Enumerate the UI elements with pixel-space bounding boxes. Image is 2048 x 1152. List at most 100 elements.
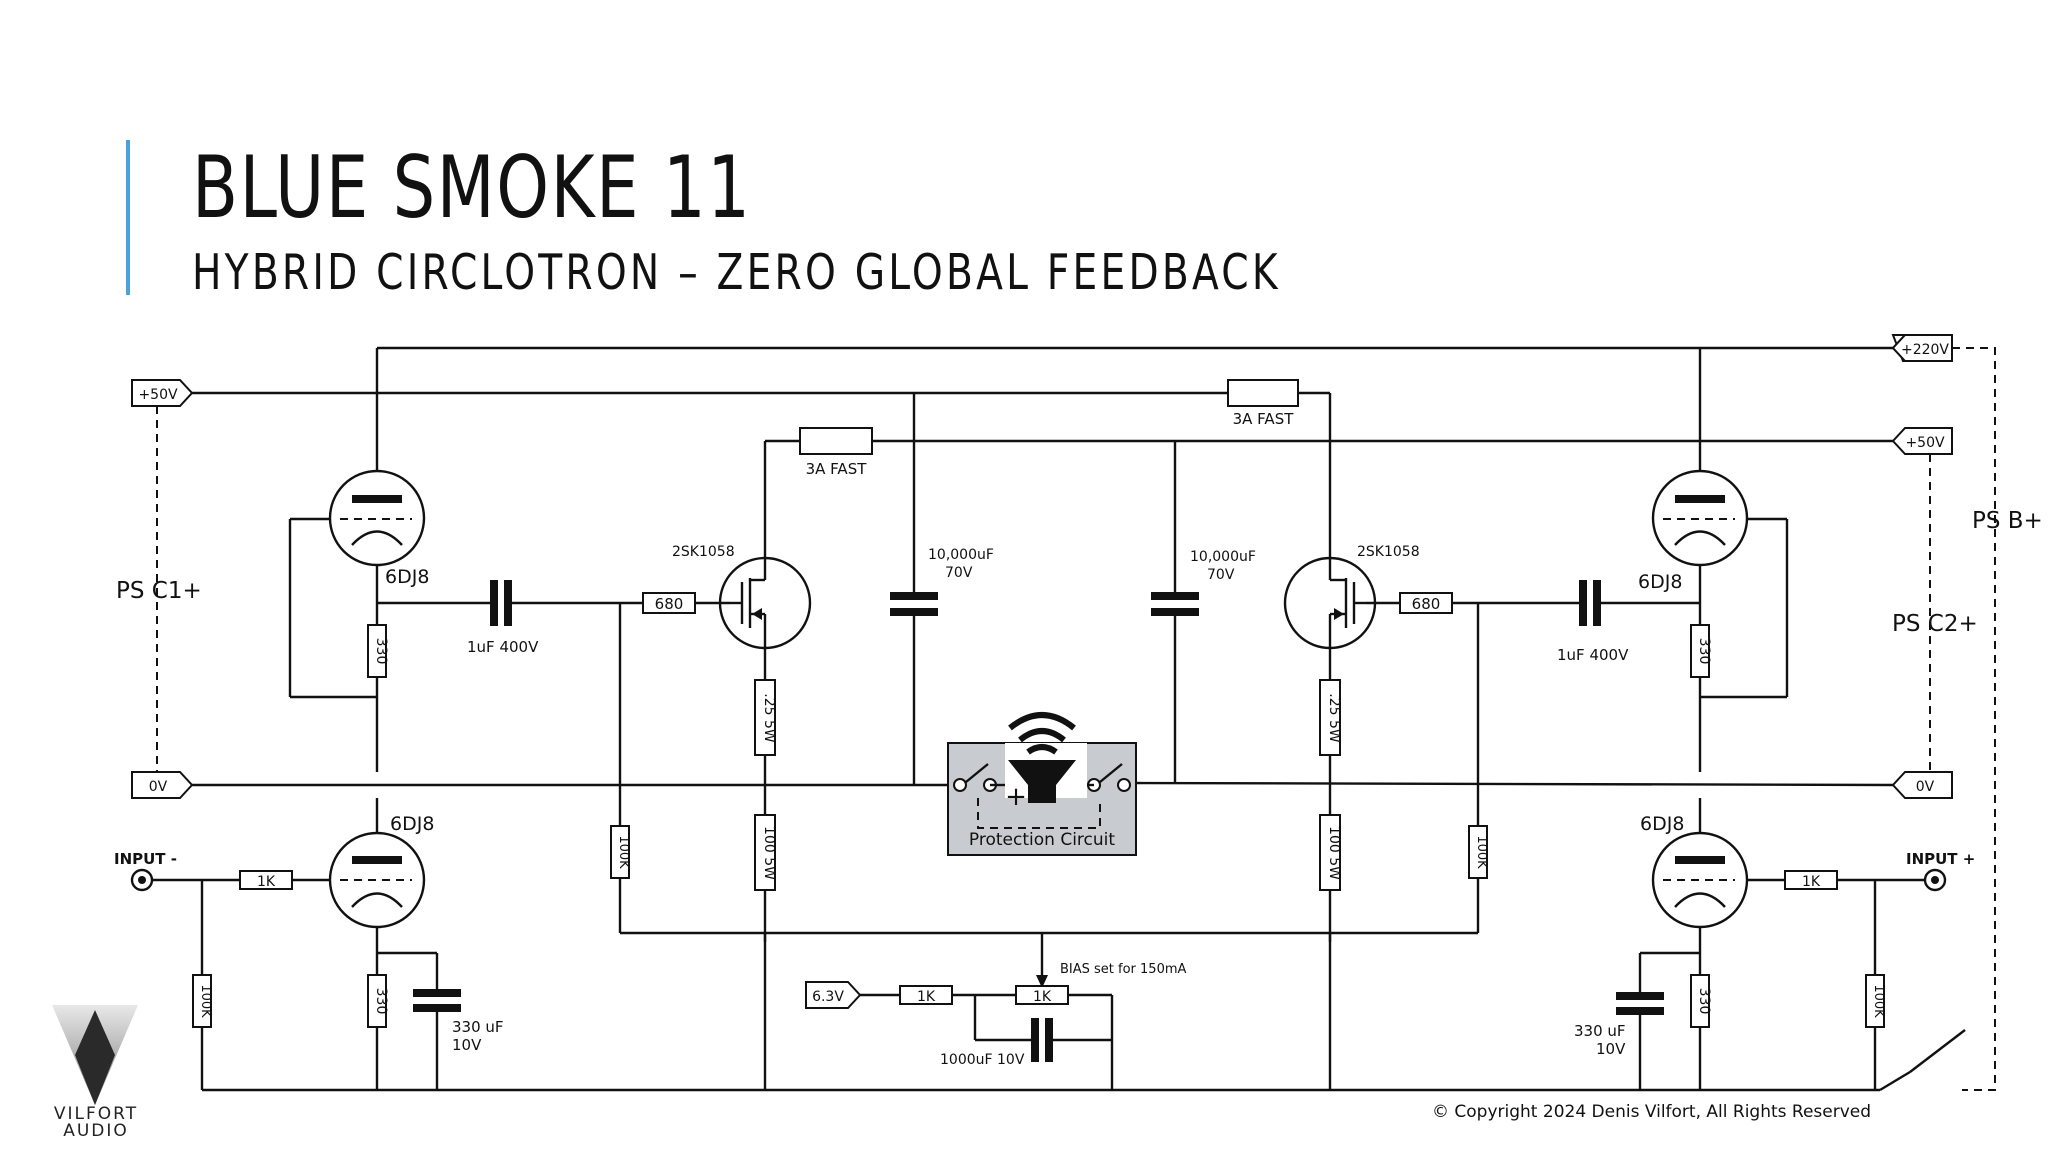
svg-text:6DJ8: 6DJ8 xyxy=(1638,571,1682,593)
cap-reservoir-right-label: 10,000uF xyxy=(1190,549,1256,565)
cap-cathode-left-voltage: 10V xyxy=(452,1036,482,1054)
resistor-100-5w-right: 100 5W xyxy=(1319,814,1342,891)
cap-reservoir-left-voltage: 70V xyxy=(945,565,973,581)
svg-text:100K: 100K xyxy=(1871,984,1886,1018)
svg-text:+220V: +220V xyxy=(1901,342,1949,358)
dashed-ps-b xyxy=(1952,347,1996,1091)
speaker-icon xyxy=(1008,712,1076,803)
page-subtitle: HYBRID CIRCLOTRON – ZERO GLOBAL FEEDBACK xyxy=(192,244,1281,301)
svg-text:1K: 1K xyxy=(1033,989,1052,1005)
tube-bottom-left: 6DJ8 xyxy=(328,813,434,929)
protection-circuit: + Protection Circuit xyxy=(947,712,1137,856)
wire xyxy=(1879,1070,1911,1092)
terminal-0v-right: 0V xyxy=(1891,771,1953,799)
tube-top-right: 6DJ8 xyxy=(1638,469,1749,593)
terminal-50v-right: +50V xyxy=(1891,427,1953,455)
resistor-100k-right: 100K xyxy=(1468,825,1489,879)
resistor-1k-bias-a: 1K xyxy=(899,985,953,1005)
fuse-right: 3A FAST xyxy=(1227,379,1299,428)
svg-text:0V: 0V xyxy=(149,779,168,795)
tube-top-left: 6DJ8 xyxy=(328,469,429,588)
svg-text:.25 5W: .25 5W xyxy=(761,693,777,743)
svg-text:6.3V: 6.3V xyxy=(812,989,844,1005)
svg-text:1K: 1K xyxy=(257,874,276,890)
svg-text:0V: 0V xyxy=(1916,779,1935,795)
resistor-330-bottom-right: 330 xyxy=(1690,974,1712,1028)
terminal-0v-left: 0V xyxy=(131,771,194,799)
cap-cathode-right-voltage: 10V xyxy=(1596,1040,1626,1058)
svg-text:330: 330 xyxy=(1696,638,1712,665)
label-ps-b: PS B+ xyxy=(1972,508,2043,534)
resistor-330-top-left: 330 xyxy=(367,624,389,678)
input-minus-jack[interactable] xyxy=(130,868,154,892)
svg-text:2SK1058: 2SK1058 xyxy=(1357,544,1420,560)
svg-text:1K: 1K xyxy=(1802,874,1821,890)
cap-reservoir-left-label: 10,000uF xyxy=(928,547,994,563)
input-plus-label: INPUT + xyxy=(1906,850,1975,868)
copyright-notice: © Copyright 2024 Denis Vilfort, All Righ… xyxy=(1432,1102,1872,1122)
input-minus-label: INPUT - xyxy=(114,850,177,868)
resistor-100-5w-left: 100 5W xyxy=(754,814,777,891)
logo-line-1: VILFORT xyxy=(53,1104,139,1124)
label-ps-c1: PS C1+ xyxy=(116,578,202,604)
svg-text:3A FAST: 3A FAST xyxy=(1233,410,1295,428)
page-title: BLUE SMOKE 11 xyxy=(192,138,752,238)
svg-text:100 5W: 100 5W xyxy=(1326,826,1342,880)
resistor-680-left: 680 xyxy=(642,592,696,614)
cap-coupling-right-label: 1uF 400V xyxy=(1557,646,1629,664)
svg-text:6DJ8: 6DJ8 xyxy=(385,566,429,588)
bias-arrow xyxy=(1036,975,1048,988)
cap-cathode-left-label: 330 uF xyxy=(452,1018,504,1036)
resistor-1k-input-left: 1K xyxy=(239,870,293,890)
logo-line-2: AUDIO xyxy=(63,1121,129,1141)
cap-cathode-right-label: 330 uF xyxy=(1574,1022,1626,1040)
svg-text:+50V: +50V xyxy=(1905,435,1945,451)
svg-text:2SK1058: 2SK1058 xyxy=(672,544,735,560)
mosfet-left: 2SK1058 xyxy=(672,544,812,650)
terminal-50v-left: +50V xyxy=(131,379,194,407)
svg-text:100K: 100K xyxy=(616,835,631,869)
resistor-025-left: .25 5W xyxy=(754,679,777,756)
svg-text:6DJ8: 6DJ8 xyxy=(390,813,434,835)
svg-text:3A FAST: 3A FAST xyxy=(806,460,868,478)
title-accent-bar xyxy=(126,140,130,295)
resistor-025-right: .25 5W xyxy=(1319,679,1342,756)
cap-coupling-left-label: 1uF 400V xyxy=(467,638,539,656)
fuse-left: 3A FAST xyxy=(799,427,873,478)
wire-0v-rail-right xyxy=(1135,781,1894,787)
svg-text:330: 330 xyxy=(373,988,389,1015)
terminal-6v3: 6.3V xyxy=(805,981,862,1009)
wire xyxy=(1909,1029,1966,1073)
resistor-100k-input-right: 100K xyxy=(1865,974,1886,1028)
vilfort-audio-logo xyxy=(52,1005,138,1105)
logo-wordmark: VILFORT AUDIO xyxy=(48,1106,144,1140)
tube-bottom-right: 6DJ8 xyxy=(1640,813,1749,929)
plus-sign: + xyxy=(1005,782,1027,812)
svg-text:.25 5W: .25 5W xyxy=(1326,693,1342,743)
label-ps-c2: PS C2+ xyxy=(1892,611,1978,637)
terminal-220v: +220V xyxy=(1891,334,1953,362)
input-plus-jack[interactable] xyxy=(1923,868,1947,892)
svg-text:330: 330 xyxy=(1696,988,1712,1015)
resistor-330-bottom-left: 330 xyxy=(367,974,389,1028)
bias-cap-label: 1000uF 10V xyxy=(940,1052,1025,1068)
resistor-1k-bias-b: 1K xyxy=(1015,985,1069,1005)
cap-reservoir-right-voltage: 70V xyxy=(1207,567,1235,583)
resistor-100k-left: 100K xyxy=(610,825,631,879)
resistor-680-right: 680 xyxy=(1399,592,1453,614)
svg-text:6DJ8: 6DJ8 xyxy=(1640,813,1684,835)
svg-text:100K: 100K xyxy=(198,984,213,1018)
resistor-100k-input-left: 100K xyxy=(192,974,213,1028)
svg-text:100K: 100K xyxy=(1474,835,1489,869)
resistor-1k-input-right: 1K xyxy=(1784,870,1838,890)
svg-text:680: 680 xyxy=(655,595,684,613)
svg-text:1K: 1K xyxy=(917,989,936,1005)
svg-text:+50V: +50V xyxy=(138,387,178,403)
bias-note: BIAS set for 150mA xyxy=(1060,962,1187,977)
resistor-330-top-right: 330 xyxy=(1690,624,1712,678)
svg-text:680: 680 xyxy=(1412,595,1441,613)
svg-text:330: 330 xyxy=(373,638,389,665)
svg-text:100 5W: 100 5W xyxy=(761,826,777,880)
svg-text:Protection Circuit: Protection Circuit xyxy=(969,830,1115,850)
